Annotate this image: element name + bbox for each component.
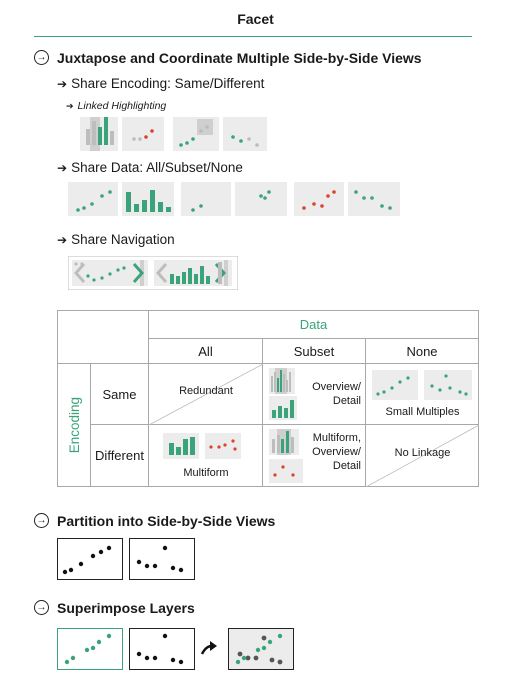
arrow-right-icon: ➔	[57, 233, 68, 247]
table-col-all: All	[148, 338, 263, 364]
chevron-right-icon	[132, 263, 145, 283]
share-data-subset-panel	[181, 182, 287, 216]
page-title: Facet	[237, 11, 274, 27]
encoding-data-table: Data All Subset None Encoding Same Redun…	[57, 310, 479, 487]
circle-arrow-icon: →	[34, 513, 49, 528]
arrow-right-icon: ➔	[57, 77, 68, 91]
table-corner	[57, 310, 149, 364]
section-superimpose-heading: Superimpose Layers	[57, 600, 195, 616]
table-row-different: Different	[90, 424, 149, 487]
share-data-all-panel	[68, 182, 174, 216]
share-navigation-label: ➔Share Navigation	[57, 232, 175, 247]
cell-no-linkage: No Linkage	[365, 424, 479, 487]
partition-panel-a	[57, 538, 123, 580]
arrow-right-icon: ➔	[66, 101, 74, 111]
cell-overview-detail: Overview/ Detail	[262, 363, 366, 425]
section-juxtapose: → Juxtapose and Coordinate Multiple Side…	[34, 50, 474, 66]
table-row-same: Same	[90, 363, 149, 425]
section-juxtapose-heading: Juxtapose and Coordinate Multiple Side-b…	[57, 50, 422, 66]
share-data-none-panel	[294, 182, 400, 216]
table-col-subset: Subset	[262, 338, 366, 364]
table-col-none: None	[365, 338, 479, 364]
superimpose-combined	[228, 628, 294, 670]
share-navigation-panels	[68, 256, 238, 290]
linked-highlight-panel-a	[80, 117, 164, 151]
title-divider	[34, 36, 472, 37]
section-superimpose: → Superimpose Layers	[34, 600, 474, 616]
superimpose-layer-b	[129, 628, 195, 670]
table-row-group: Encoding	[57, 363, 91, 487]
circle-arrow-icon: →	[34, 600, 49, 615]
share-encoding-label: ➔Share Encoding: Same/Different	[57, 76, 265, 91]
chevron-left-icon	[155, 263, 168, 283]
arrow-right-icon: ➔	[57, 161, 68, 175]
cell-multiform-overview-detail: Multiform, Overview/ Detail	[262, 424, 366, 487]
cell-small-multiples: Small Multiples	[365, 363, 479, 425]
section-partition-heading: Partition into Side-by-Side Views	[57, 513, 276, 529]
cell-redundant: Redundant	[148, 363, 263, 425]
linked-highlight-panel-b	[173, 117, 267, 151]
cell-multiform: Multiform	[148, 424, 263, 487]
linked-highlighting-label: ➔Linked Highlighting	[66, 100, 167, 112]
table-header-data: Data	[148, 310, 479, 339]
chevron-left-icon	[73, 263, 86, 283]
share-data-label: ➔Share Data: All/Subset/None	[57, 160, 243, 175]
superimpose-layer-a	[57, 628, 123, 670]
section-partition: → Partition into Side-by-Side Views	[34, 513, 474, 529]
curved-arrow-icon	[200, 641, 217, 655]
circle-arrow-icon: →	[34, 50, 49, 65]
partition-panel-b	[129, 538, 195, 580]
